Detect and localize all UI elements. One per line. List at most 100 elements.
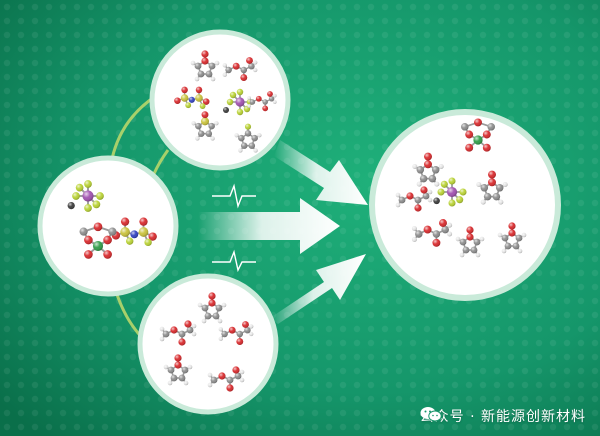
atom-shading [424, 226, 432, 234]
atom-shading [103, 236, 112, 245]
atom-shading [72, 192, 80, 200]
atom-shading [439, 164, 444, 169]
atom-shading [227, 99, 233, 105]
atom-shading [466, 226, 473, 233]
atom-shading [502, 249, 507, 254]
atom-shading [202, 319, 207, 324]
atom-shading [481, 184, 488, 191]
atom-shading [198, 130, 204, 136]
atom-shading [460, 239, 467, 246]
atom-shading [222, 303, 227, 308]
atom-shading [84, 204, 92, 212]
atom-shading [160, 337, 165, 342]
atom-shading [163, 331, 170, 338]
atom-shading [447, 223, 452, 228]
atom-shading [420, 186, 427, 193]
atom-shading [251, 135, 257, 141]
atom-shading [488, 171, 496, 179]
atom-shading [460, 253, 465, 258]
atom-shading [415, 230, 422, 237]
atom-shading [174, 361, 181, 368]
atom-shading [205, 313, 212, 320]
atom-shading [208, 123, 214, 129]
atom-shading [483, 144, 491, 152]
atom-shading [168, 381, 173, 386]
atom-shading [434, 182, 439, 187]
atom-shading [225, 67, 231, 73]
atom-shading [206, 130, 212, 136]
atom-shading [420, 175, 427, 182]
atom-shading [502, 235, 509, 242]
atom-shading [257, 133, 261, 137]
atom-shading [237, 331, 243, 337]
atom-shading [496, 184, 503, 191]
atom-shading [144, 239, 151, 246]
atom-shading [240, 370, 245, 375]
atom-shading [179, 375, 186, 382]
atom-shading [245, 130, 251, 136]
atom-shading [195, 94, 203, 102]
panel-solvents [140, 276, 276, 412]
atom-shading [184, 381, 189, 386]
atom-shading [229, 327, 236, 334]
atom-shading [68, 202, 75, 209]
atom-shading [215, 61, 220, 66]
atom-shading [433, 230, 440, 237]
atom-shading [396, 193, 401, 198]
atom-shading [195, 77, 200, 82]
panel-salts [40, 158, 176, 294]
atom-shading [433, 198, 440, 205]
atom-shading [189, 97, 195, 103]
atom-shading [227, 377, 234, 384]
atom-shading [483, 131, 491, 139]
atom-shading [476, 182, 481, 187]
atom-shading [184, 320, 191, 327]
atom-shading [476, 253, 481, 258]
atom-shading [195, 136, 199, 140]
atom-shading [448, 177, 455, 184]
atom-shading [179, 331, 186, 338]
atom-shading [181, 87, 187, 93]
atom-shading [493, 193, 500, 200]
atom-shading [82, 190, 93, 201]
atom-shading [196, 87, 202, 93]
atom-shading [195, 123, 201, 129]
atom-shading [208, 292, 215, 299]
atom-shading [459, 188, 466, 195]
atom-shading [130, 230, 138, 238]
atom-shading [414, 204, 421, 211]
atom-shading [432, 166, 439, 173]
atom-shading [424, 160, 432, 168]
atom-shading [245, 124, 251, 130]
atom-shading [233, 63, 240, 70]
atom-shading [253, 148, 257, 152]
atom-shading [246, 57, 253, 64]
atom-shading [412, 226, 417, 231]
atom-shading [253, 68, 257, 72]
atom-shading [202, 305, 209, 312]
atom-shading [487, 123, 494, 130]
atom-shading [232, 366, 239, 373]
atom-shading [399, 197, 406, 204]
atom-shading [201, 50, 208, 57]
atom-shading [93, 201, 101, 209]
atom-shading [84, 250, 93, 259]
atom-shading [211, 377, 218, 384]
atom-shading [182, 367, 189, 374]
atom-shading [201, 57, 208, 64]
atom-shading [219, 337, 223, 341]
atom-shading [417, 182, 422, 187]
atom-shading [171, 375, 178, 382]
atom-shading [237, 89, 243, 95]
atom-shading [465, 131, 473, 139]
atom-shading [164, 365, 169, 370]
atom-shading [428, 190, 433, 195]
panel-additives [152, 32, 288, 168]
atom-shading [481, 200, 486, 205]
atom-shading [484, 193, 491, 200]
atom-shading [235, 97, 244, 106]
atom-shading [121, 218, 129, 226]
atom-shading [198, 71, 205, 78]
atom-shading [432, 239, 440, 247]
